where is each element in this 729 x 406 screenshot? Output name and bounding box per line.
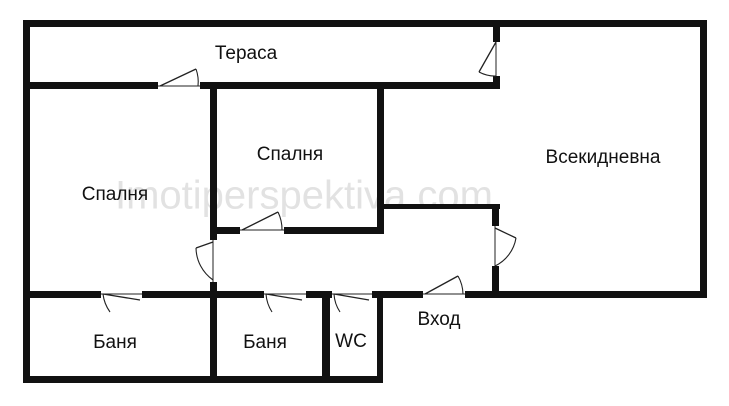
- wall-living-bottom: [465, 291, 707, 298]
- wall-center-bedroom-left: [210, 82, 217, 240]
- wall-terrace-right-top: [493, 20, 500, 42]
- wall-bottom: [23, 376, 383, 383]
- door-entrance: [423, 275, 465, 295]
- wall-top: [23, 20, 707, 27]
- wall-bathroom-divider: [210, 282, 217, 383]
- wall-living-divider-bottom: [492, 266, 499, 298]
- door-terrace-right: [478, 41, 497, 77]
- label-wc: WC: [335, 331, 367, 352]
- wall-bath-left-top-a: [23, 291, 101, 298]
- door-bathroom-left: [101, 293, 142, 313]
- label-terrace: Тераса: [215, 43, 278, 64]
- wall-center-bedroom-bottom-left: [210, 227, 240, 234]
- door-bathroom-center: [264, 293, 306, 313]
- door-living-room: [494, 226, 517, 267]
- label-bedroom-left: Спалня: [82, 184, 148, 205]
- wall-entrance-left: [383, 291, 423, 298]
- wall-center-bedroom-right: [377, 82, 384, 234]
- door-center-bedroom: [240, 211, 284, 231]
- label-entrance: Вход: [418, 309, 461, 330]
- wall-center-bedroom-bottom-right: [284, 227, 384, 234]
- wall-living-divider-top: [492, 204, 499, 226]
- doors: [101, 41, 517, 313]
- wall-wc-right: [377, 291, 383, 383]
- label-bedroom-center: Спалня: [257, 144, 323, 165]
- wall-bath-center-top: [306, 291, 332, 298]
- label-living-room: Всекидневна: [546, 147, 661, 168]
- room-labels: Тераса Спалня Спалня Всекидневна Баня Ба…: [82, 43, 661, 353]
- wall-terrace-bottom-right: [200, 82, 500, 89]
- door-wc: [332, 293, 372, 313]
- label-bathroom-left: Баня: [93, 332, 137, 353]
- label-bathroom-center: Баня: [243, 332, 287, 353]
- wall-right: [700, 20, 707, 298]
- watermark-text: Imotiperspektiva.com: [115, 174, 493, 218]
- wall-bath-left-top-b: [142, 291, 264, 298]
- wall-wc-top: [372, 291, 383, 298]
- wall-wc-left: [322, 291, 330, 383]
- wall-terrace-bottom-left: [23, 82, 158, 89]
- door-left-bedroom: [195, 240, 214, 282]
- wall-terrace-right-bottom: [493, 76, 500, 89]
- wall-living-upper: [384, 204, 500, 209]
- wall-left: [23, 20, 30, 382]
- walls: [23, 20, 707, 383]
- door-terrace-left: [158, 68, 200, 87]
